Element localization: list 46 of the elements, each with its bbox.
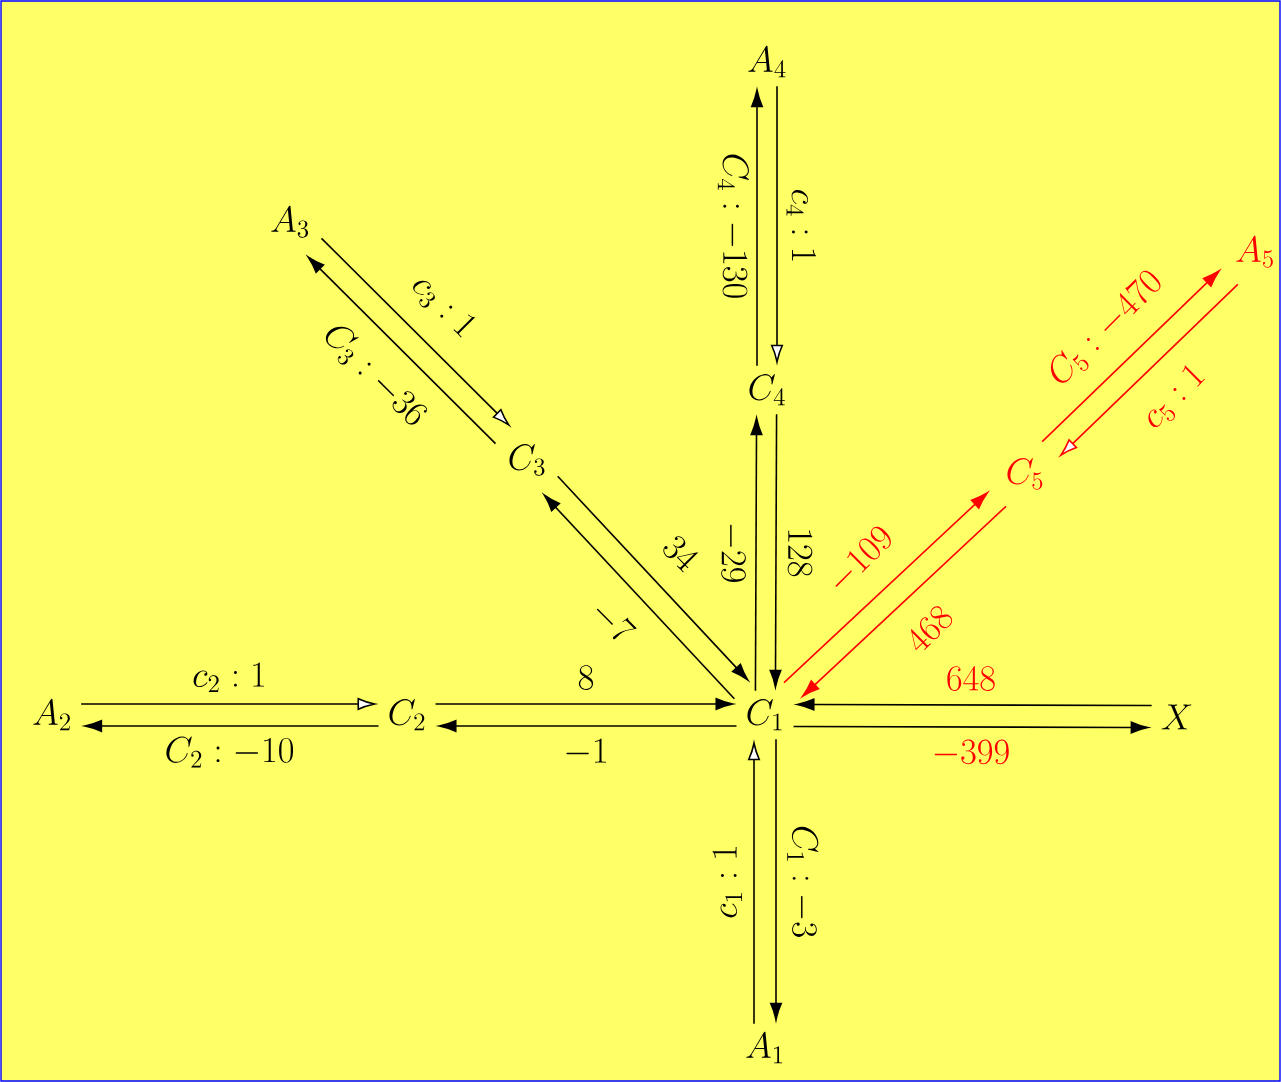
node-label: $C_3$ [509,444,545,476]
arrow [320,237,510,426]
arrow [792,721,1149,734]
edge-label: $c_4:1$ [784,186,818,266]
edge-label: $468$ [900,600,958,658]
node-label: $C_5$ [1007,458,1043,490]
arrow [1060,283,1239,456]
arrow [1041,270,1220,443]
edge-label: $648$ [944,665,998,693]
arrow [438,719,738,733]
arrow [748,742,761,1025]
arrow [543,494,736,700]
edge-label: $-29$ [717,519,748,586]
node-label: $C_4$ [749,374,785,406]
edge-label: $c_2:1$ [190,661,269,694]
edge-label: $8$ [575,664,597,692]
node-label: $X$ [1161,704,1192,730]
arrow [556,475,749,681]
arrow [84,719,380,733]
arrow [434,697,734,711]
arrow [783,492,988,684]
edge-label: $-7$ [583,594,640,650]
arrow [750,89,764,367]
node-label: $A_4$ [748,45,786,78]
node-label: $A_5$ [1236,235,1273,268]
node-label: $A_2$ [33,698,70,731]
node-label: $C_2$ [389,699,425,731]
edge-label: $C_1:-3$ [785,823,820,940]
edge-label: $C_4:-130$ [716,150,750,302]
edge-label: $C_2:-10$ [162,735,297,770]
arrow [770,738,783,1021]
arrow [769,413,782,688]
node-label: $A_3$ [271,205,309,238]
node-label: $C_1$ [747,699,782,731]
arrow [770,85,784,363]
edge-label: $c_1:1$ [711,842,744,921]
arrow [796,698,1153,711]
arrow [750,417,763,692]
arrow [802,505,1007,697]
node-label: $A_1$ [746,1031,783,1064]
edge-label: $34$ [657,530,703,576]
edge-label: $-399$ [930,738,1012,769]
edge-label: $-1$ [561,737,611,768]
arrow [307,256,497,445]
arrow [80,697,376,711]
edge-label: $-109$ [821,520,901,600]
